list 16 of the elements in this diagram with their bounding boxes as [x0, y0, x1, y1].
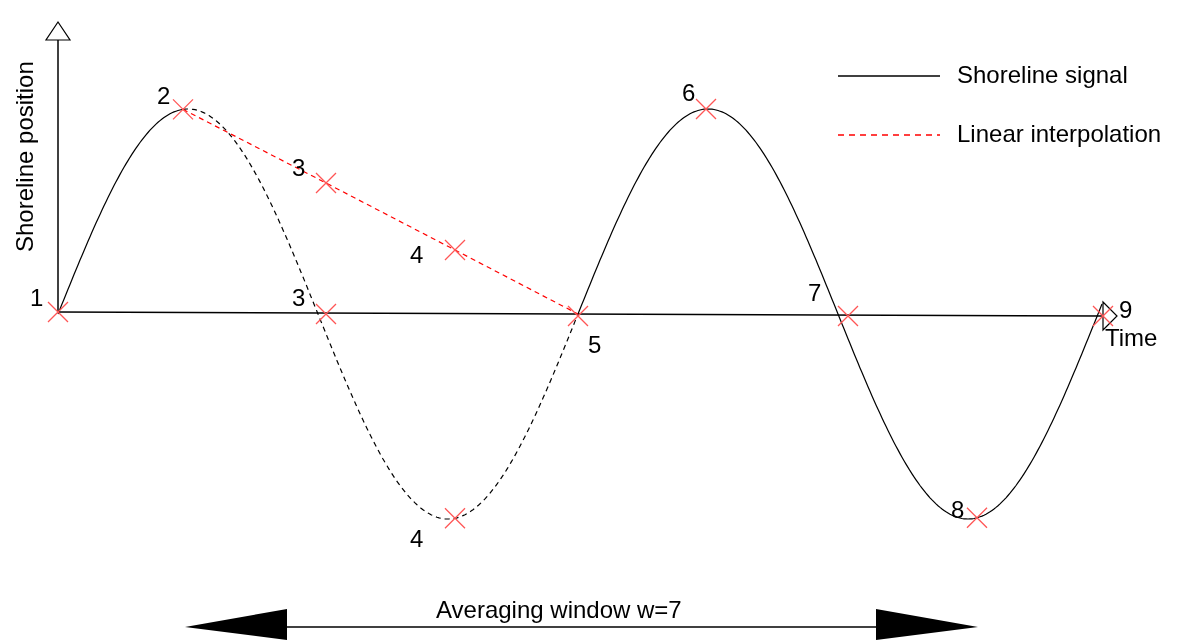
legend-label: Shoreline signal	[957, 62, 1128, 88]
point-number: 4	[410, 242, 424, 268]
dimension-label: Averaging window w=7	[436, 597, 682, 623]
point-number: 9	[1119, 297, 1133, 323]
point-number: 4	[410, 526, 424, 552]
point-number: 2	[157, 83, 171, 109]
axis-label: Time	[1105, 325, 1158, 351]
point-number: 1	[30, 285, 44, 311]
point-number: 3	[292, 285, 306, 311]
axis-label: Shoreline position	[12, 61, 38, 252]
point-number: 3	[292, 155, 306, 181]
point-number: 8	[951, 497, 965, 523]
point-number: 6	[682, 80, 696, 106]
point-number: 5	[588, 332, 602, 358]
point-number: 7	[808, 280, 822, 306]
legend-label: Linear interpolation	[957, 121, 1162, 147]
